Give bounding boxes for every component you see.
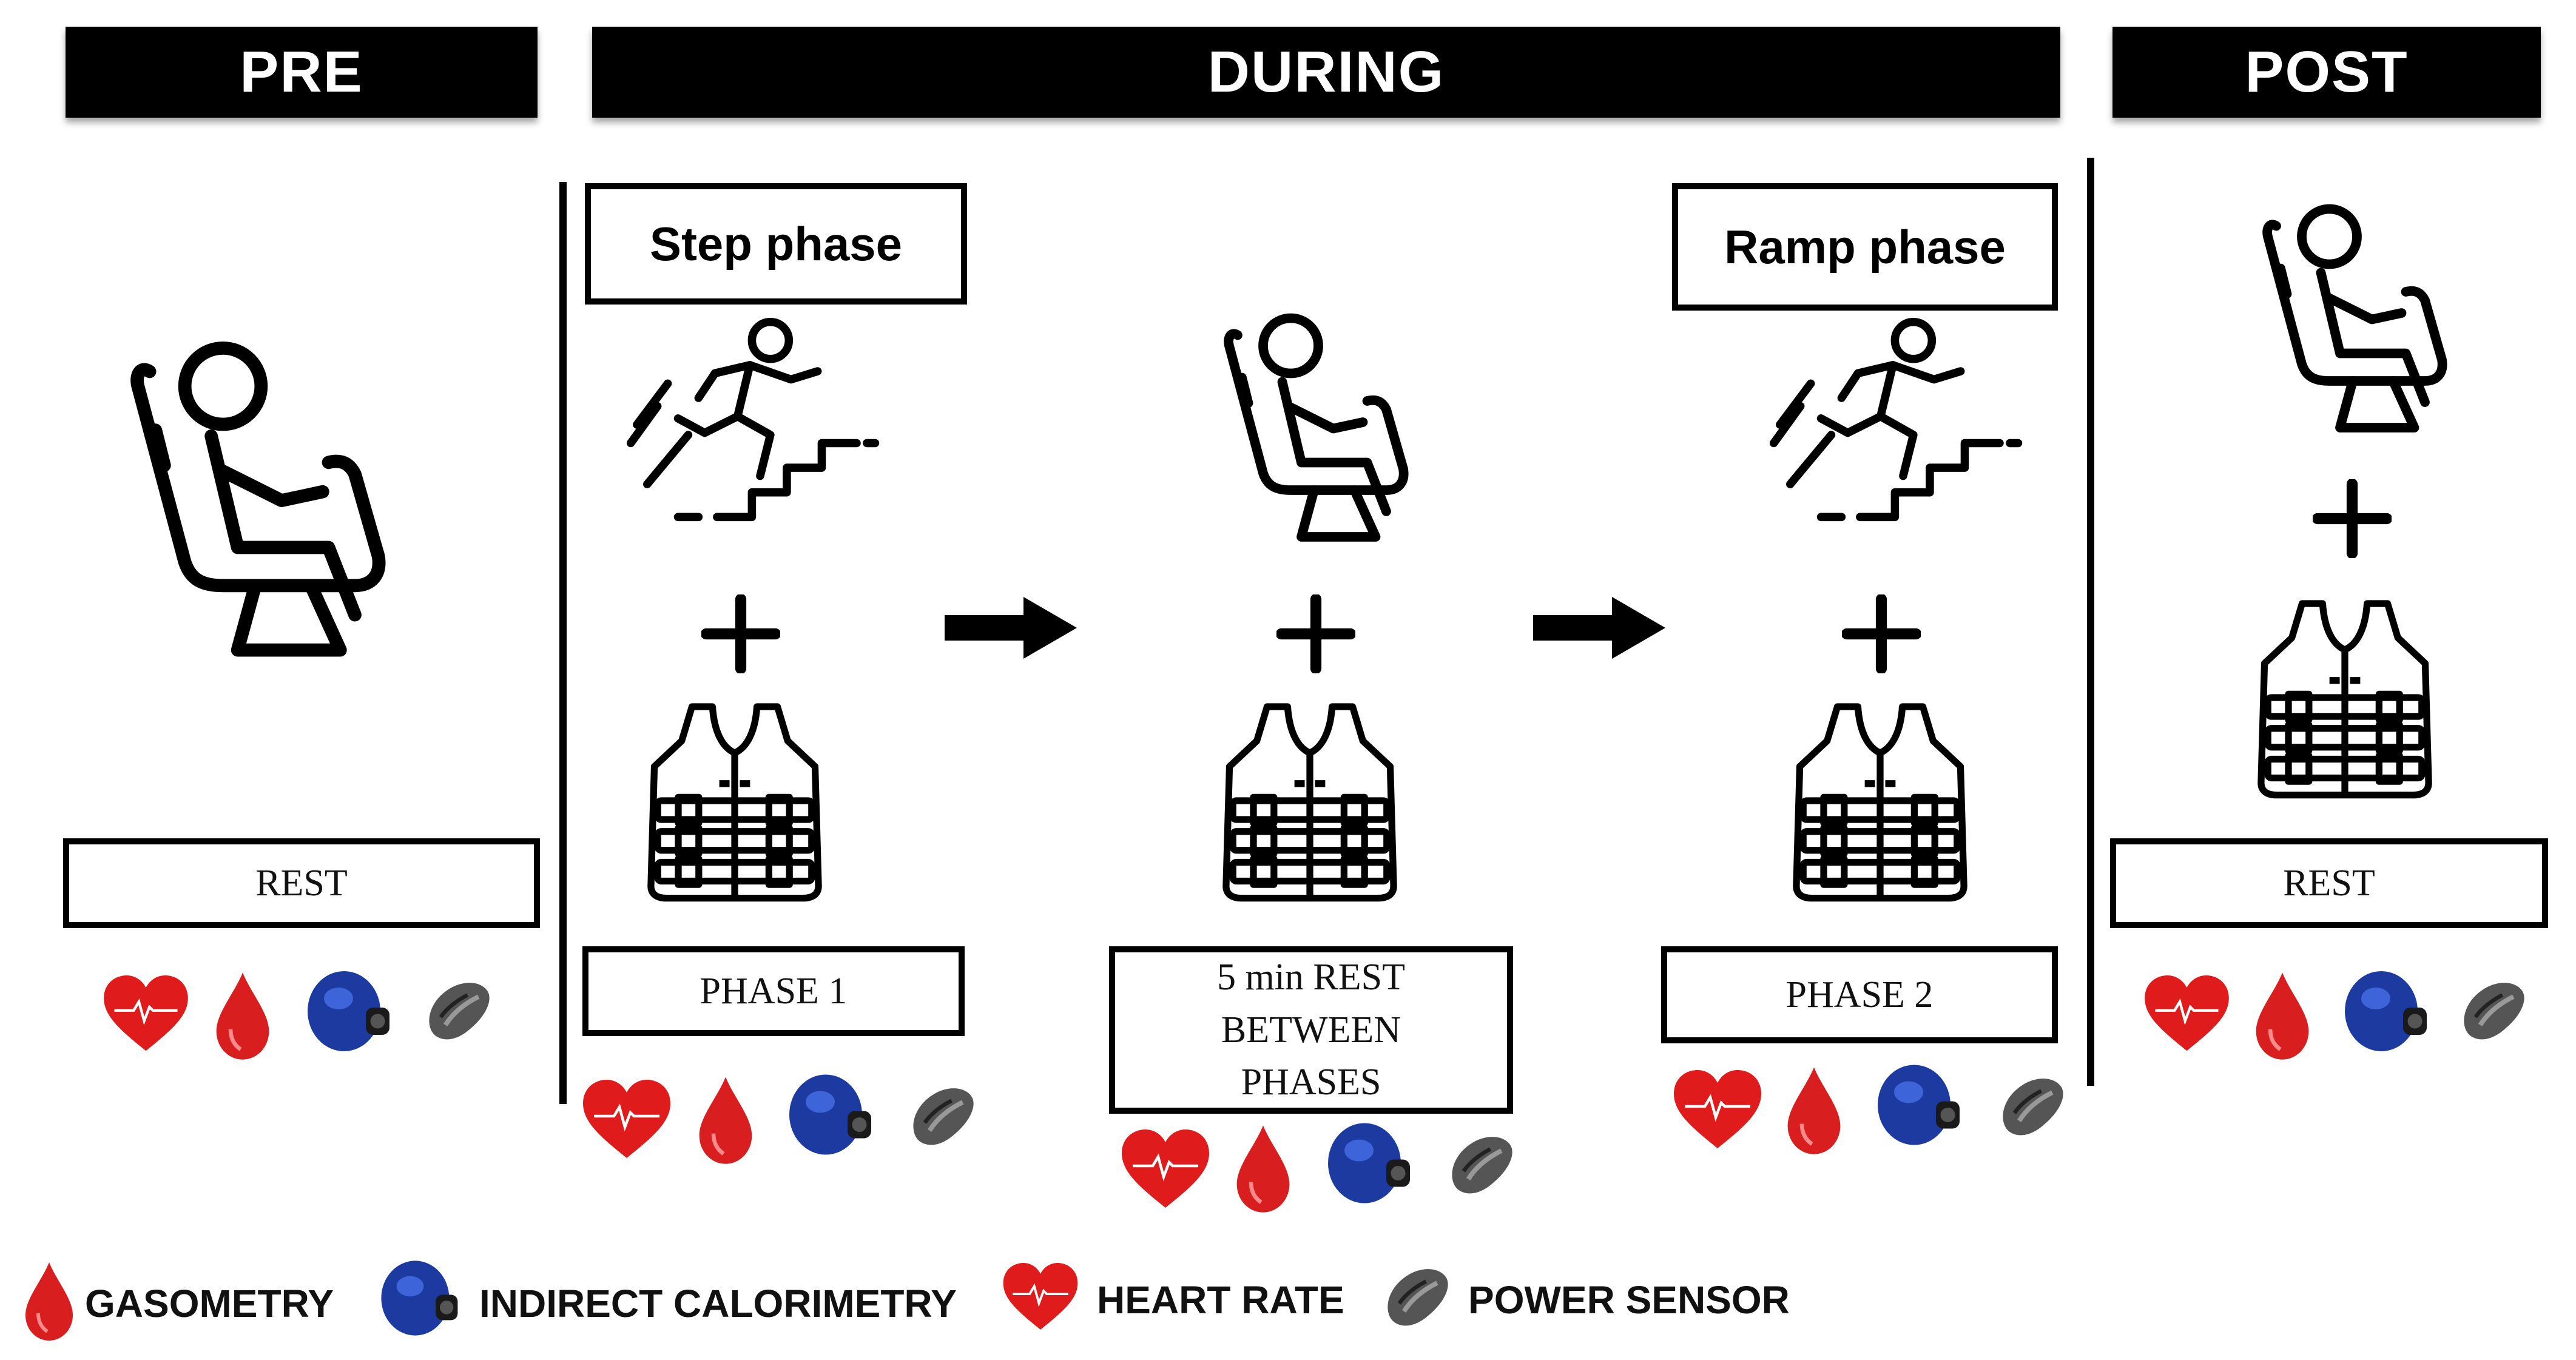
power-sensor-icon — [1441, 1127, 1520, 1206]
blood-drop-icon — [1233, 1123, 1293, 1214]
phase1-label: PHASE 1 — [582, 946, 965, 1036]
calorimetry-mask-icon — [376, 1256, 461, 1341]
power-sensor-icon — [2453, 973, 2532, 1052]
post-header: POST — [2112, 27, 2541, 118]
legend-heart-rate: HEART RATE — [1097, 1278, 1344, 1322]
heart-icon — [1120, 1129, 1211, 1211]
plus-icon — [2313, 479, 2392, 558]
power-sensor-icon — [1377, 1259, 1456, 1338]
calorimetry-mask-icon — [784, 1068, 875, 1162]
legend-gasometry: GASOMETRY — [85, 1282, 334, 1325]
calorimetry-mask-icon — [1323, 1116, 1414, 1210]
calorimetry-mask-icon — [2339, 966, 2430, 1057]
plus-icon — [701, 594, 780, 673]
seated-person-icon — [2252, 194, 2470, 449]
legend: GASOMETRY INDIRECT CALORIMETRY HEART RAT… — [0, 1250, 2576, 1353]
weighted-vest-icon — [1216, 698, 1404, 904]
pre-rest-label: REST — [63, 838, 540, 928]
divider-pre-during — [559, 182, 567, 1104]
plus-icon — [1276, 594, 1355, 673]
weighted-vest-icon — [2251, 594, 2439, 801]
heart-icon — [581, 1080, 672, 1162]
blood-drop-icon — [2252, 971, 2313, 1062]
heart-icon — [1672, 1070, 1763, 1152]
blood-drop-icon — [695, 1075, 756, 1166]
power-sensor-icon — [419, 973, 497, 1052]
power-sensor-icon — [903, 1079, 982, 1157]
seated-person-icon — [115, 328, 419, 679]
pre-header: PRE — [66, 27, 538, 118]
seated-person-icon — [1213, 303, 1432, 558]
blood-drop-icon — [212, 971, 273, 1062]
blood-drop-icon — [1784, 1065, 1844, 1156]
calorimetry-mask-icon — [1872, 1058, 1963, 1152]
rest-between-label: 5 min REST BETWEEN PHASES — [1109, 946, 1513, 1114]
weighted-vest-icon — [641, 698, 829, 904]
ramp-phase-title: Ramp phase — [1672, 183, 2058, 311]
post-rest-label: REST — [2110, 838, 2548, 928]
legend-power-sensor: POWER SENSOR — [1468, 1278, 1790, 1322]
heart-icon — [2143, 975, 2231, 1054]
power-sensor-icon — [1992, 1069, 2071, 1148]
step-phase-title: Step phase — [585, 183, 967, 305]
phase2-label: PHASE 2 — [1661, 946, 2058, 1043]
during-header: DURING — [592, 27, 2060, 118]
stair-runner-icon — [616, 309, 883, 540]
arrow-right-icon — [1532, 594, 1667, 661]
weighted-vest-icon — [1786, 698, 1974, 904]
stair-runner-icon — [1759, 309, 2026, 540]
divider-during-post — [2087, 158, 2094, 1086]
blood-drop-icon — [22, 1261, 76, 1342]
plus-icon — [1842, 594, 1921, 673]
heart-icon — [1001, 1263, 1080, 1333]
calorimetry-mask-icon — [302, 966, 393, 1057]
arrow-right-icon — [944, 594, 1079, 661]
legend-calorimetry: INDIRECT CALORIMETRY — [479, 1282, 957, 1325]
heart-icon — [102, 975, 190, 1054]
